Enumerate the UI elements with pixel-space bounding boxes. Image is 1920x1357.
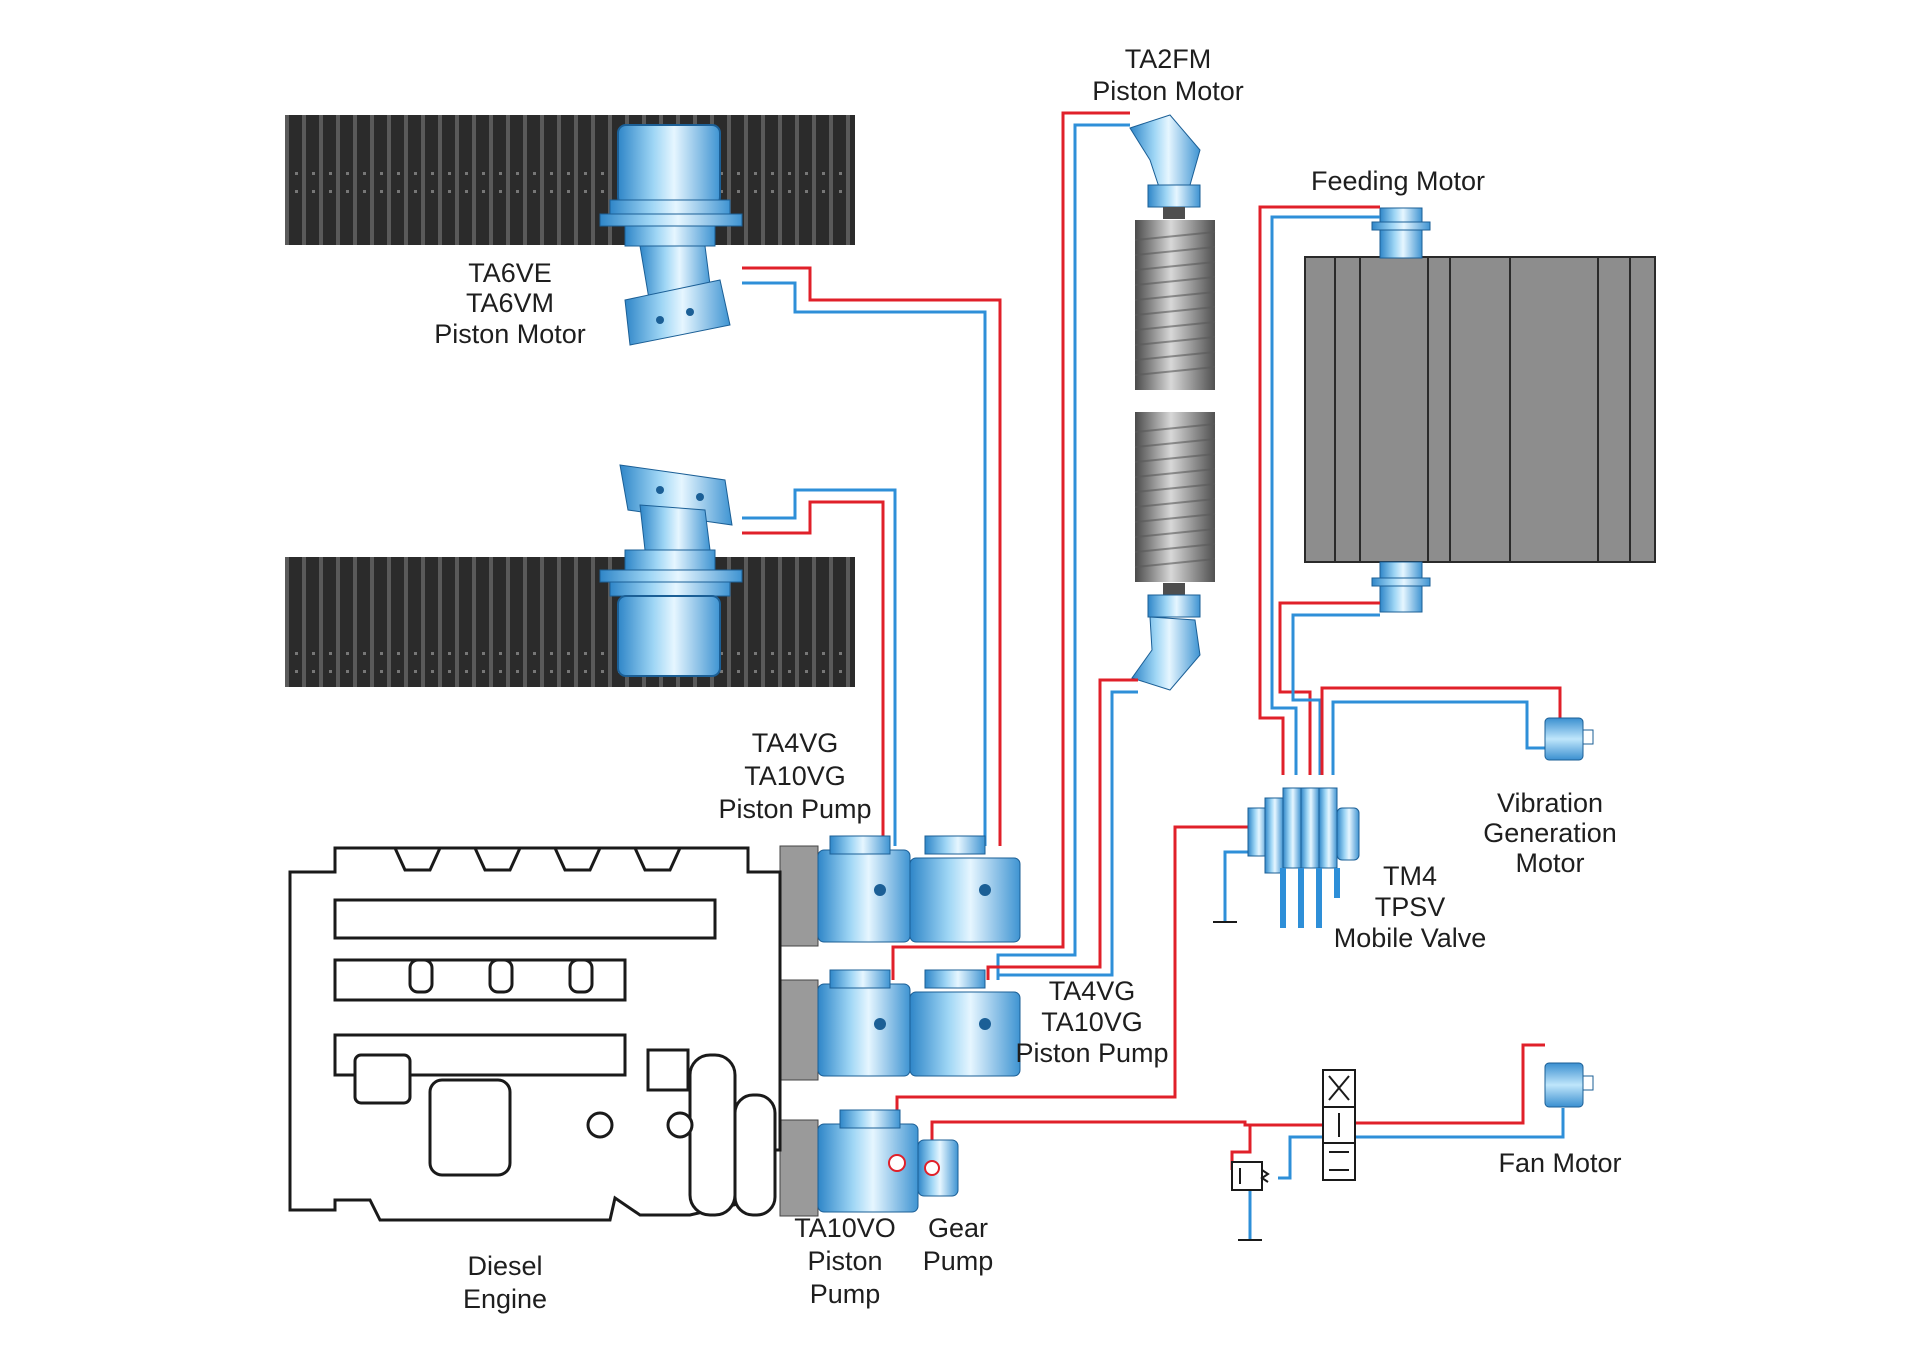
vibration-generation-motor [1544,717,1594,761]
vib-label-line2: Generation [1483,818,1617,848]
drum-upper [1134,220,1216,390]
tm4-label-line2: TPSV [1375,892,1446,922]
tm4-label-line1: TM4 [1383,861,1437,891]
ta2fm-label-line2: Piston Motor [1092,76,1244,106]
track-lower [285,557,855,687]
track-upper [285,115,855,245]
label-gear-pump: Gear Pump [923,1213,994,1276]
diesel-engine [288,846,782,1222]
pump-upper-label-line3: Piston Pump [718,794,871,824]
pump-upper-label-line1: TA4VG [752,728,839,758]
label-ta10vo-pump: TA10VO Piston Pump [794,1213,896,1309]
gear-label-line1: Gear [928,1213,988,1243]
ta6-piston-motor-lower [599,464,743,677]
label-ta2fm-piston-motor: TA2FM Piston Motor [1092,44,1244,106]
relief-valve [1231,1161,1270,1191]
pump-lower-label-line1: TA4VG [1049,976,1136,1006]
ta2fm-piston-motor-top [1129,114,1201,219]
pump-upper-label-line2: TA10VG [744,761,846,791]
tm4-mobile-valve [1247,787,1360,928]
label-feeding-motor: Feeding Motor [1311,166,1485,196]
fan-motor [1544,1062,1594,1108]
ta6-label-line2: TA6VM [466,288,554,318]
tm4-label-line3: Mobile Valve [1334,923,1487,953]
feeding-chamber [1304,256,1656,563]
ta10vo-label-line3: Pump [810,1279,881,1309]
label-tm4-valve: TM4 TPSV Mobile Valve [1334,861,1487,953]
label-pump-upper: TA4VG TA10VG Piston Pump [718,728,871,824]
vib-label-line3: Motor [1515,848,1584,878]
gear-pump [917,1139,959,1197]
ta6-label-line3: Piston Motor [434,319,586,349]
pump-lower-label-line3: Piston Pump [1015,1038,1168,1068]
diesel-label-line2: Engine [463,1284,547,1314]
ta4vg-pump-upper [779,835,1021,947]
ta10vo-label-line1: TA10VO [794,1213,896,1243]
hydraulic-lines [742,111,1565,1241]
label-vibration-motor: Vibration Generation Motor [1483,788,1617,878]
ta10vo-label-line2: Piston [807,1246,882,1276]
label-diesel-engine: Diesel Engine [463,1251,547,1314]
vib-label-line1: Vibration [1497,788,1603,818]
ta10vo-piston-pump [779,1109,919,1217]
ta4vg-pump-lower [779,969,1021,1081]
ta6-piston-motor-upper [599,124,743,346]
ta2fm-piston-motor-bottom [1131,583,1201,691]
diesel-label-line1: Diesel [467,1251,542,1281]
fan-directional-valve [1322,1069,1356,1181]
feeding-motor [1371,207,1431,259]
pump-lower-label-line2: TA10VG [1041,1007,1143,1037]
label-fan-motor: Fan Motor [1498,1148,1621,1178]
label-ta6-piston-motor: TA6VE TA6VM Piston Motor [434,258,586,349]
drum-lower [1134,412,1216,582]
ta2fm-label-line1: TA2FM [1125,44,1212,74]
gear-label-line2: Pump [923,1246,994,1276]
label-pump-lower: TA4VG TA10VG Piston Pump [1015,976,1168,1068]
ta6-label-line1: TA6VE [468,258,552,288]
feeding-motor-lower [1371,561,1431,613]
